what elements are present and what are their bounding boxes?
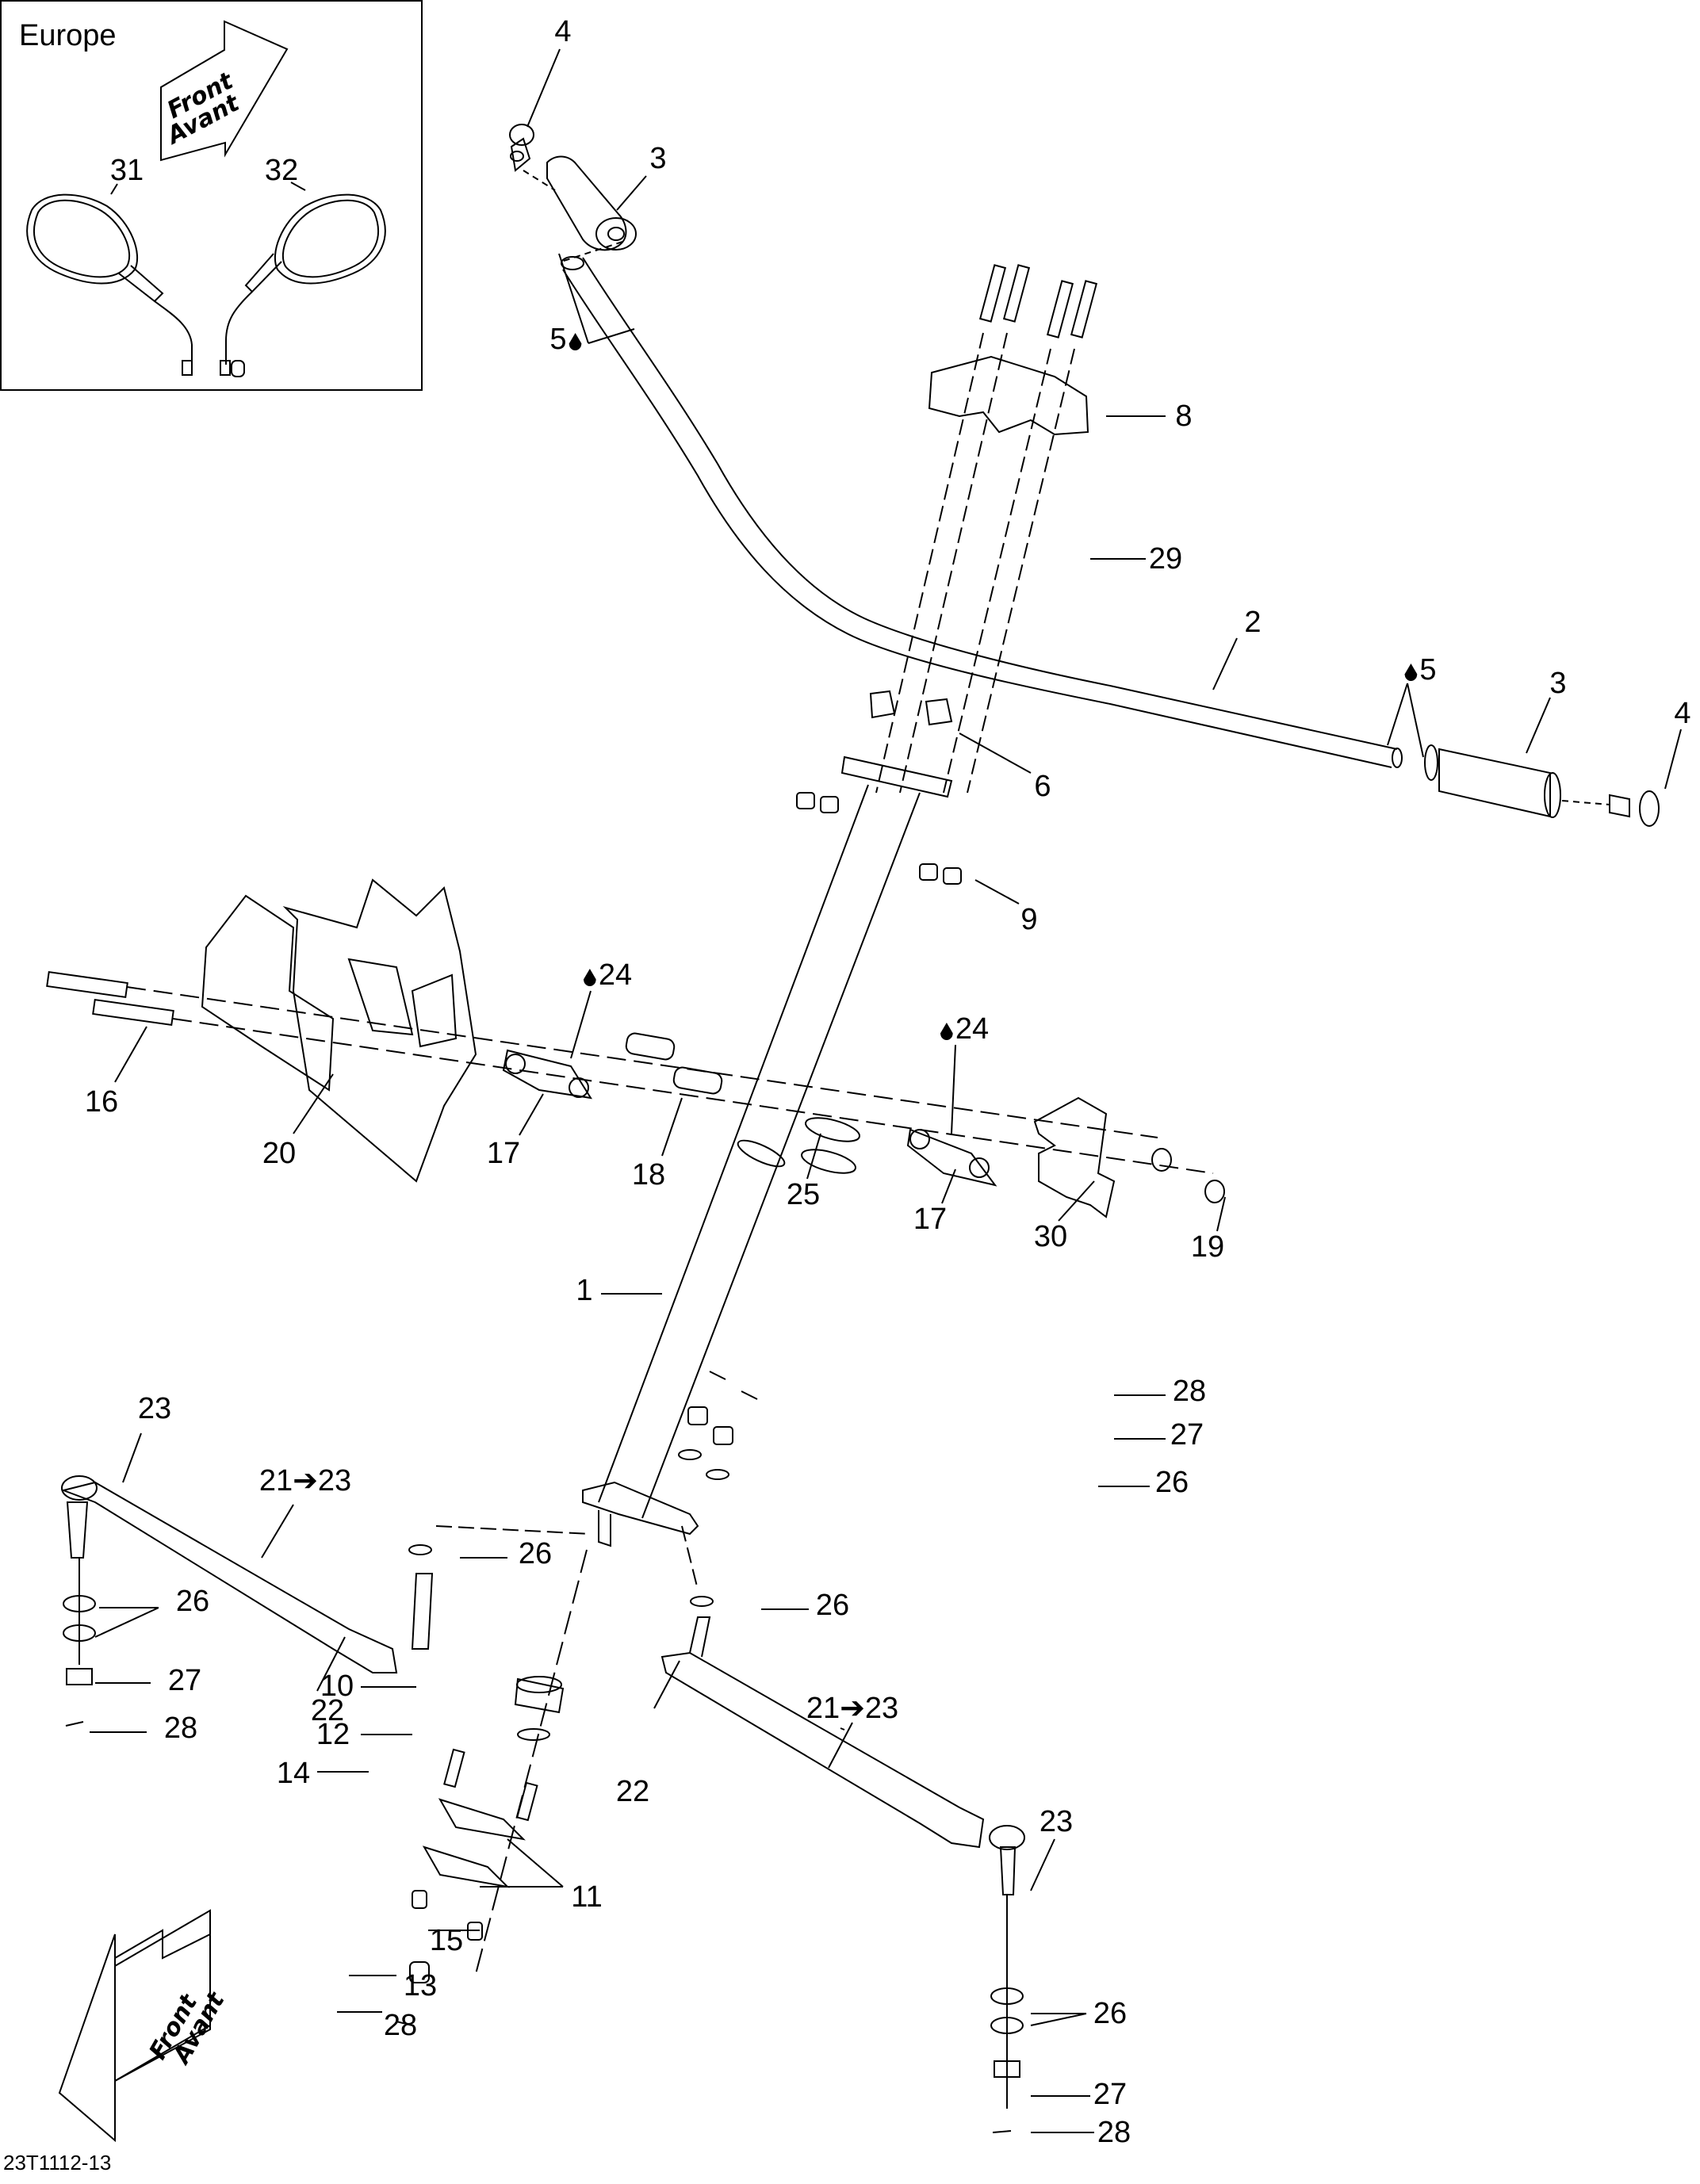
callout-21-23-right: 21➔23 [806,1692,899,1725]
callout-26-right: 26 [1093,1997,1128,2030]
nuts-icon [796,792,962,885]
callout-27-right: 27 [1093,2078,1128,2111]
callout-30: 30 [1033,1220,1068,1253]
callout-28-left: 28 [163,1712,198,1745]
figure-id: 23T1112-13 [3,2151,112,2174]
callout-27-left: 27 [167,1664,202,1697]
left-grip-icon [509,124,637,262]
callout-5-right-text: 5 [1419,653,1437,687]
callout-17-left: 17 [486,1137,521,1170]
callout-25: 25 [786,1178,821,1211]
callout-22-left: 22 [310,1694,345,1727]
callout-24-right-text: 24 [955,1012,990,1046]
callout-22-right: 22 [615,1775,650,1808]
mirror-right-icon [220,193,386,377]
lubricant-drop-icon [569,333,582,350]
callout-12: 12 [316,1718,350,1751]
callout-17-right: 17 [913,1203,948,1236]
callout-3-right: 3 [1549,667,1567,700]
spacers-icon [625,1032,723,1095]
rings-25-icon [737,1117,860,1174]
callout-4-left: 4 [554,15,572,48]
mirror-left-icon [26,193,193,376]
callout-20: 20 [262,1137,297,1170]
callout-24-right: 24 [938,1014,989,1044]
front-arrow-bottom-icon: Front Avant [58,1909,231,2143]
callout-28-top: 28 [1172,1375,1207,1408]
callout-10: 10 [320,1670,354,1703]
tie-rod-right-icon [660,1616,1025,2133]
callout-29: 29 [1148,542,1183,576]
callout-9: 9 [1020,903,1038,936]
callout-27-top: 27 [1170,1418,1204,1452]
callout-11: 11 [571,1880,603,1914]
nuts-19-icon [1151,1148,1225,1203]
callout-31: 31 [109,154,144,187]
callout-15: 15 [429,1924,464,1957]
callout-1: 1 [576,1274,593,1307]
leader-lines [90,48,1682,2133]
callout-28-bottom: 28 [383,2009,418,2042]
callout-5-left: 5 [549,324,584,354]
front-arrow-inset-icon: Front Avant [160,20,289,162]
link-17-right-icon [906,1128,997,1187]
europe-inset-box: Europe [0,0,423,391]
clamp-bolts-icon [875,264,1098,794]
callout-26-top: 26 [1154,1466,1189,1499]
lower-clamps-icon [840,690,953,798]
bolts-16-icon [46,970,1214,1174]
bracket-30-icon [1033,1096,1116,1218]
callout-18: 18 [631,1158,666,1191]
lubricant-drop-icon [1404,664,1418,681]
callout-28-right: 28 [1097,2116,1131,2149]
callout-24-left-text: 24 [598,958,633,992]
callout-26-left: 26 [175,1585,210,1618]
callout-32: 32 [264,154,299,187]
arm-hardware-icon [408,1371,758,1650]
callout-5-right: 5 [1402,653,1437,687]
leader-32 [290,182,306,191]
upper-clamp-icon [928,355,1089,436]
callout-8: 8 [1175,400,1193,433]
leader-31 [110,183,118,195]
callout-14: 14 [276,1757,311,1790]
steering-arm-icon [582,1481,699,1547]
callout-23-right: 23 [1039,1805,1074,1838]
callout-5-left-text: 5 [549,323,567,356]
callout-26-arm-right: 26 [815,1589,850,1622]
callout-3-left: 3 [649,142,667,175]
steering-column-icon [598,784,921,1519]
lubricant-drop-icon [940,1023,953,1040]
callout-13: 13 [403,1969,438,2002]
callout-21-23-left: 21➔23 [258,1464,352,1497]
right-grip-icon [1424,744,1660,827]
callout-2: 2 [1244,606,1262,639]
callout-4-right: 4 [1674,697,1691,730]
callout-16: 16 [84,1085,119,1119]
callout-19: 19 [1190,1230,1225,1264]
callout-24-left: 24 [581,960,632,990]
lubricant-drop-icon [583,969,596,986]
callout-23-left: 23 [137,1392,172,1425]
callout-26-arm-left: 26 [518,1537,553,1570]
bracket-plate-icon [201,878,477,1183]
callout-6: 6 [1034,770,1051,803]
lower-bearing-icon [396,1549,588,2026]
tie-rod-left-icon [60,1475,398,1727]
link-17-left-icon [502,1049,593,1100]
inset-title: Europe [19,19,117,52]
handlebar-icon [561,256,1403,768]
